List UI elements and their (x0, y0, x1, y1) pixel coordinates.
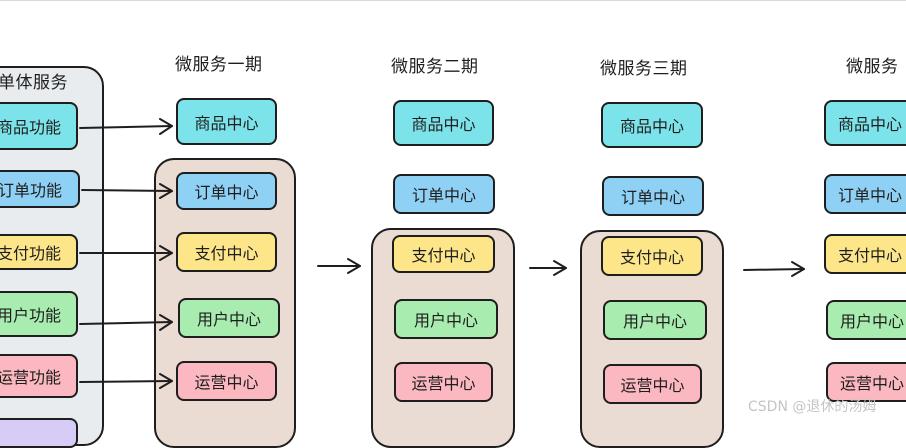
arrows-layer (79, 118, 805, 389)
arrow-phase3-to-phase4 (743, 261, 805, 277)
phase4-order-center: 订单中心 (824, 174, 906, 214)
arrow-order-to-phase1 (81, 183, 173, 199)
arrow-phase1-to-phase2 (317, 258, 361, 274)
phase1-ops-center: 运营中心 (176, 361, 277, 401)
phase4-product-center: 商品中心 (824, 100, 906, 146)
phase1-title: 微服务一期 (175, 55, 263, 75)
csdn-watermark: CSDN @退休的汤姆 (748, 399, 877, 415)
phase2-user-center: 用户中心 (394, 299, 498, 339)
monolith-order-module: 订单功能 (0, 170, 80, 208)
phase3-user-center: 用户中心 (603, 300, 707, 340)
phase1-order-center: 订单中心 (176, 172, 277, 210)
arrow-product-to-phase1 (79, 118, 173, 135)
phase1-user-center: 用户中心 (178, 298, 280, 338)
phase4-user-center: 用户中心 (826, 300, 906, 340)
arrow-ops-to-phase1 (79, 373, 173, 389)
monolith-product-module: 商品功能 (0, 102, 78, 150)
phase1-product-center: 商品中心 (176, 98, 277, 145)
phase3-product-center: 商品中心 (601, 102, 703, 148)
phase2-ops-center: 运营中心 (394, 362, 493, 402)
phase4-payment-center: 支付中心 (824, 234, 906, 274)
arrow-payment-to-phase1 (79, 245, 173, 261)
monolith-payment-module: 支付功能 (0, 234, 78, 270)
phase4-ops-center: 运营中心 (826, 362, 906, 402)
phase1-payment-center: 支付中心 (176, 232, 277, 272)
phase3-title: 微服务三期 (600, 59, 688, 79)
phase2-title: 微服务二期 (391, 57, 479, 77)
top-border-line (0, 0, 906, 1)
monolith-ops-module: 运营功能 (0, 354, 78, 398)
arrow-user-to-phase1 (79, 314, 173, 331)
phase2-order-center: 订单中心 (393, 174, 495, 214)
monolith-user-module: 用户功能 (0, 291, 78, 337)
phase4-title: 微服务 (846, 57, 899, 77)
phase2-payment-center: 支付中心 (392, 235, 495, 273)
phase3-payment-center: 支付中心 (601, 236, 703, 276)
arrow-phase2-to-phase3 (529, 260, 567, 276)
phase3-order-center: 订单中心 (602, 176, 704, 216)
monolith-title: 单体服务 (0, 73, 68, 93)
monolith-more-module (0, 418, 78, 448)
phase2-product-center: 商品中心 (393, 100, 494, 146)
phase3-ops-center: 运营中心 (603, 364, 702, 404)
